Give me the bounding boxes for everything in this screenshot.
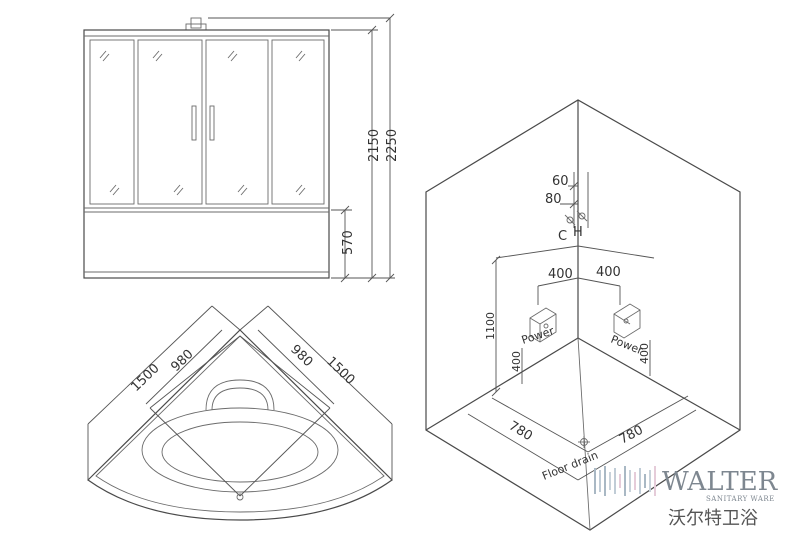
floor-edge-right [577, 337, 741, 431]
inner-chord-left [149, 407, 241, 497]
valve-ref-right [577, 245, 655, 259]
brand-chinese-name: 沃尔特卫浴 [668, 508, 758, 529]
dim-label-780-left: 780 [506, 419, 535, 445]
tub-inner-rim [95, 335, 385, 513]
shower-head-base [185, 23, 207, 31]
brand-logo: WALTER SANITARY WARE 沃尔特卫浴 [594, 466, 779, 529]
glass-panel-3 [205, 39, 269, 205]
label-hot: H [573, 225, 583, 240]
power-socket-left [529, 307, 557, 343]
floor-edge-left [425, 337, 579, 431]
door-handle-left [191, 105, 197, 141]
dim-line-780-left [467, 413, 579, 481]
dim-label-60: 60 [552, 174, 569, 189]
dim-label-980-right: 980 [287, 342, 315, 370]
headrest-inner [211, 387, 269, 411]
glass-glare-marks [99, 50, 306, 196]
brand-name: WALTER [662, 467, 779, 497]
dim-label-power-right-400: 400 [638, 343, 651, 364]
dim-label-980-left: 980 [168, 347, 196, 375]
dim-label-2250: 2250 [385, 129, 400, 162]
inner-diagonal-left [149, 335, 241, 409]
glass-panel-2 [137, 39, 203, 205]
tub-bowl-inner [161, 421, 319, 483]
glass-panel-1 [89, 39, 135, 205]
headrest [205, 379, 275, 411]
dim-label-1100: 1100 [484, 312, 497, 340]
label-cold: C [558, 229, 567, 244]
dim-label-570: 570 [341, 230, 356, 255]
dim-line-980-left [145, 329, 223, 405]
label-floor-drain: Floor drain [540, 449, 600, 483]
room-view: 60 80 C H 400 400 1100 [425, 99, 741, 531]
brand-bars-icon [594, 466, 656, 496]
shower-head-fitting [190, 17, 202, 29]
brand-tagline: SANITARY WARE [706, 495, 775, 503]
front-view: 570 2150 2250 [83, 13, 400, 283]
inner-chord-right [239, 407, 331, 497]
dim-label-780-right: 780 [617, 423, 646, 448]
tub-bowl [141, 407, 339, 493]
cold-hot-valves [564, 210, 588, 226]
door-handle-right [209, 105, 215, 141]
floor-drain [578, 436, 590, 448]
dim-label-2150: 2150 [367, 129, 382, 162]
dim-label-1500-left: 1500 [128, 361, 162, 395]
valve-ref-left [495, 245, 579, 259]
dim-line-980-right [257, 329, 335, 405]
dim-line-780-right [577, 409, 697, 481]
cabin-outer-frame [83, 29, 330, 279]
drain-hole [236, 493, 244, 501]
inner-diagonal-right [239, 335, 331, 409]
power-socket-right [613, 303, 641, 339]
glass-panel-4 [271, 39, 325, 205]
dim-label-power-left-400: 400 [510, 351, 523, 372]
dim-line-1500-right [267, 305, 393, 425]
dim-line-400-right [577, 277, 621, 287]
dim-label-400-left: 400 [548, 267, 573, 282]
dim-label-400-right: 400 [596, 265, 621, 280]
label-power-left: Power [520, 324, 556, 347]
dim-label-1500-right: 1500 [323, 354, 357, 388]
dim-line-1500-left [87, 305, 213, 425]
tub-outline [87, 329, 393, 521]
floor-diagonal [577, 337, 591, 531]
dim-line-400-left [537, 277, 579, 287]
plan-view: 1500 980 980 1500 [87, 305, 393, 521]
dim-label-80: 80 [545, 192, 562, 207]
